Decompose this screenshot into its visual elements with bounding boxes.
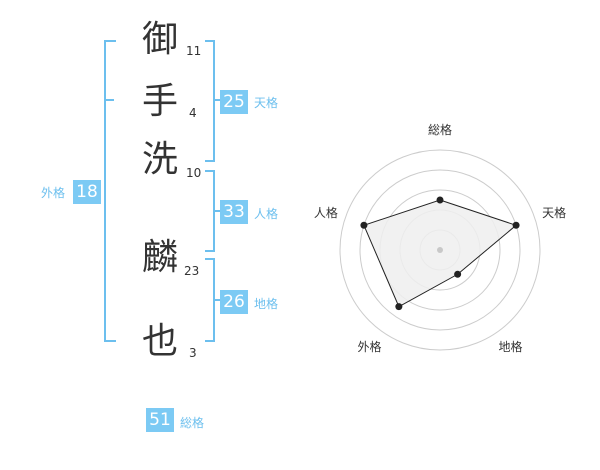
stroke-count-2: 4 <box>189 106 197 120</box>
radar-point-4 <box>395 303 403 311</box>
jin-label: 人格 <box>254 207 279 221</box>
radar-axis-label-5: 人格 <box>314 205 338 220</box>
radar-point-3 <box>454 270 462 278</box>
ten-bracket <box>205 40 215 162</box>
ten-label: 天格 <box>254 96 279 110</box>
gai-bracket <box>104 40 116 342</box>
name-char-3: 洗 <box>141 139 178 180</box>
radar-axis-label-4: 外格 <box>357 339 381 354</box>
stroke-count-3: 10 <box>186 166 202 180</box>
chi-bracket-tick <box>213 299 223 301</box>
radar-point-2 <box>512 221 520 229</box>
sou-label: 総格 <box>180 416 205 430</box>
radar-axis-label-3: 地格 <box>499 339 523 354</box>
chi-badge: 26 <box>220 290 248 314</box>
name-char-2: 手 <box>141 81 178 122</box>
stroke-count-5: 3 <box>189 346 197 360</box>
radar-grid-ring-1 <box>339 149 541 351</box>
radar-series-area <box>363 199 518 308</box>
stroke-count-1: 11 <box>186 44 202 58</box>
ten-bracket-tick <box>213 99 223 101</box>
radar-point-1 <box>436 196 444 204</box>
jin-bracket-tick <box>213 210 223 212</box>
gai-bracket-tick <box>104 99 114 101</box>
sou-badge: 51 <box>146 408 174 432</box>
radar-axis-label-1: 総格 <box>428 122 452 137</box>
name-char-4: 麟 <box>141 237 178 278</box>
gai-badge: 18 <box>73 180 101 204</box>
gai-label: 外格 <box>41 186 66 200</box>
name-char-5: 也 <box>141 321 178 362</box>
stroke-count-4: 23 <box>184 264 200 278</box>
name-char-1: 御 <box>141 19 178 60</box>
ten-badge: 25 <box>220 90 248 114</box>
chi-label: 地格 <box>254 297 279 311</box>
jin-badge: 33 <box>220 200 248 224</box>
radar-point-5 <box>360 221 368 229</box>
radar-axis-label-2: 天格 <box>542 205 566 220</box>
radar-grid-ring-2 <box>359 169 521 331</box>
radar-center-dot <box>437 247 443 253</box>
